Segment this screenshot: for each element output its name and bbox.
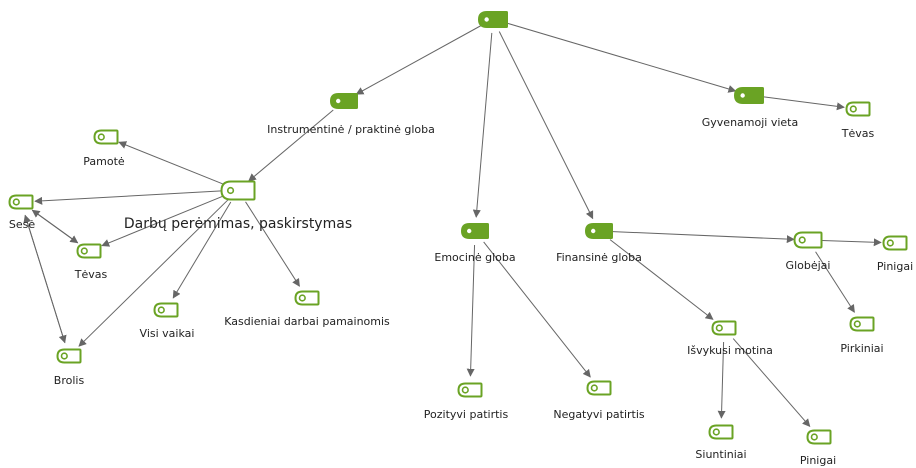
node-label: Pirkiniai — [840, 342, 884, 355]
edge-gyvenamoji-to-tevas-top — [762, 96, 845, 111]
edge-instrumentine-to-darbu — [248, 109, 334, 182]
edge-darbu-to-kasdieniai — [245, 201, 300, 287]
code-tag-icon[interactable] — [806, 429, 832, 449]
code-tag-icon[interactable] — [153, 302, 179, 322]
edge-isvykusi-to-siuntiniai — [717, 341, 726, 419]
node-label: Sesė — [8, 218, 36, 231]
node-label: Globėjai — [785, 259, 831, 272]
code-tag-icon[interactable] — [584, 222, 614, 244]
edge-finansine-to-isvykusi — [609, 239, 714, 320]
code-tag-icon[interactable] — [586, 380, 612, 400]
code-tag-icon[interactable] — [882, 235, 908, 255]
node-label: Instrumentinė / praktinė globa — [267, 123, 435, 136]
edge-root-to-finansine — [498, 31, 594, 220]
edge-finansine-to-globejai — [612, 231, 795, 244]
node-label: Pozityvi patirtis — [423, 408, 509, 421]
edge-globejai-to-pinigai-r — [821, 238, 882, 247]
node-label: Negatyvi patirtis — [553, 408, 645, 421]
code-tag-icon[interactable] — [477, 10, 509, 33]
code-tag-icon[interactable] — [93, 129, 119, 149]
edge-darbu-to-pamote — [118, 141, 226, 186]
edge-isvykusi-to-pinigai-b — [732, 338, 811, 428]
code-tag-icon[interactable] — [329, 92, 359, 114]
code-tag-icon[interactable] — [711, 320, 737, 340]
edge-sese-to-brolis — [24, 215, 67, 344]
code-tag-icon[interactable] — [460, 222, 490, 244]
edge-emocine-to-pozityvi — [466, 244, 476, 377]
edge-darbu-to-tevas-left — [101, 194, 226, 247]
node-label: Emocinė globa — [434, 251, 516, 264]
node-label: Siuntiniai — [695, 448, 747, 461]
node-label: Visi vaikai — [139, 327, 195, 340]
code-tag-icon[interactable] — [733, 86, 765, 109]
node-label: Finansinė globa — [556, 251, 642, 264]
edge-root-to-emocine — [472, 32, 493, 218]
edge-tevas-left-to-sese — [31, 209, 78, 244]
edge-globejai-to-pirkiniai — [815, 251, 855, 313]
code-tag-icon[interactable] — [849, 316, 875, 336]
code-tag-icon[interactable] — [294, 290, 320, 310]
node-label: Pinigai — [876, 260, 914, 273]
code-tag-icon[interactable] — [708, 424, 734, 444]
edge-emocine-to-negatyvi — [483, 241, 591, 378]
code-tag-icon[interactable] — [220, 180, 256, 205]
node-label: Gyvenamoji vieta — [701, 116, 799, 129]
edge-root-to-instrumentine — [355, 25, 481, 95]
node-label: Tėvas — [74, 268, 108, 281]
code-tag-icon[interactable] — [845, 101, 871, 121]
edge-root-to-gyvenamoji — [506, 22, 737, 93]
node-label: Pinigai — [799, 454, 837, 467]
node-label: Išvykusi motina — [687, 344, 773, 357]
node-label: Brolis — [53, 374, 85, 387]
code-tag-icon[interactable] — [8, 194, 34, 214]
edge-darbu-to-visi — [172, 201, 232, 299]
node-label: Darbų perėmimas, paskirstymas — [123, 216, 353, 232]
code-tag-icon[interactable] — [793, 231, 823, 253]
node-label: Kasdieniai darbai pamainomis — [224, 315, 390, 328]
code-tag-icon[interactable] — [56, 348, 82, 368]
edge-darbu-to-brolis — [78, 199, 229, 347]
node-label: Tėvas — [841, 127, 875, 140]
edge-darbu-to-sese — [34, 190, 225, 205]
node-label: Pamotė — [83, 155, 125, 168]
code-tag-icon[interactable] — [76, 243, 102, 263]
code-tag-icon[interactable] — [457, 382, 483, 402]
